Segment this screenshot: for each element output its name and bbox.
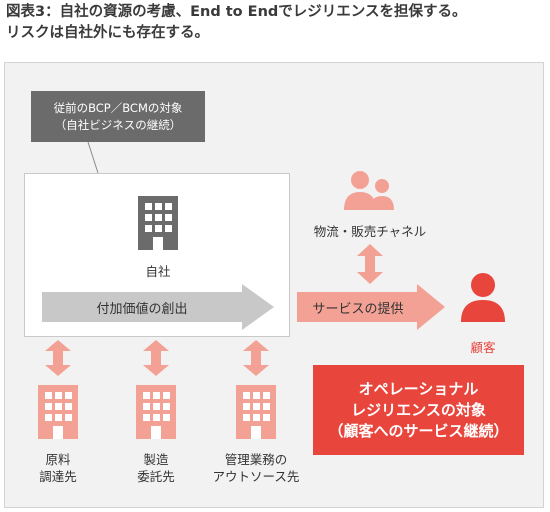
people-icon — [344, 171, 394, 210]
supplier1-link-arrow — [45, 340, 71, 376]
supplier2-label: 製造 委託先 — [116, 451, 196, 485]
logistics-link-arrow — [357, 244, 383, 284]
supplier1-building-icon — [38, 385, 78, 439]
ops-line2: レジリエンスの対象 — [351, 400, 486, 419]
ops-line3: （顧客へのサービス継続） — [328, 421, 509, 440]
service-delivery-arrow — [297, 284, 445, 330]
supplier2-building-icon — [136, 385, 176, 439]
callout-line2: （自社ビジネスの継続） — [54, 117, 182, 132]
supplier2-link-arrow — [143, 340, 169, 376]
supplier1-label-line1: 原料 — [45, 452, 71, 467]
legacy-bcp-callout: 従前のBCP／BCMの対象 （自社ビジネスの継続） — [31, 91, 205, 142]
supplier3-label: 管理業務の アウトソース先 — [196, 451, 316, 485]
supplier2-label-line2: 委託先 — [137, 469, 175, 484]
logistics-label: 物流・販売チャネル — [313, 224, 427, 239]
figure-title-line2: リスクは自社外にも存在する。 — [6, 25, 209, 41]
customer-person-icon — [461, 273, 505, 322]
value-creation-label: 付加価値の創出 — [96, 301, 188, 317]
company-label: 自社 — [145, 264, 171, 279]
company-building-icon — [138, 196, 178, 250]
supplier2-label-line1: 製造 — [143, 452, 169, 467]
figure-title-line1: 図表3：自社の資源の考慮、End to Endでレジリエンスを担保する。 — [6, 4, 467, 20]
value-creation-arrow — [42, 284, 274, 330]
figure-title: 図表3：自社の資源の考慮、End to Endでレジリエンスを担保する。 リスク… — [6, 2, 546, 44]
callout-line1: 従前のBCP／BCMの対象 — [53, 100, 183, 115]
operational-resilience-box: オペレーショナル レジリエンスの対象 （顧客へのサービス継続） — [313, 365, 524, 455]
customer-label: 顧客 — [470, 340, 496, 355]
ops-line1: オペレーショナル — [358, 379, 479, 398]
supplier3-building-icon — [236, 385, 276, 439]
supplier1-label: 原料 調達先 — [18, 451, 98, 485]
supplier3-label-line1: 管理業務の — [224, 452, 288, 467]
service-delivery-label: サービスの提供 — [312, 301, 404, 317]
supplier3-link-arrow — [243, 340, 269, 376]
supplier1-label-line2: 調達先 — [39, 469, 77, 484]
supplier3-label-line2: アウトソース先 — [212, 469, 300, 484]
